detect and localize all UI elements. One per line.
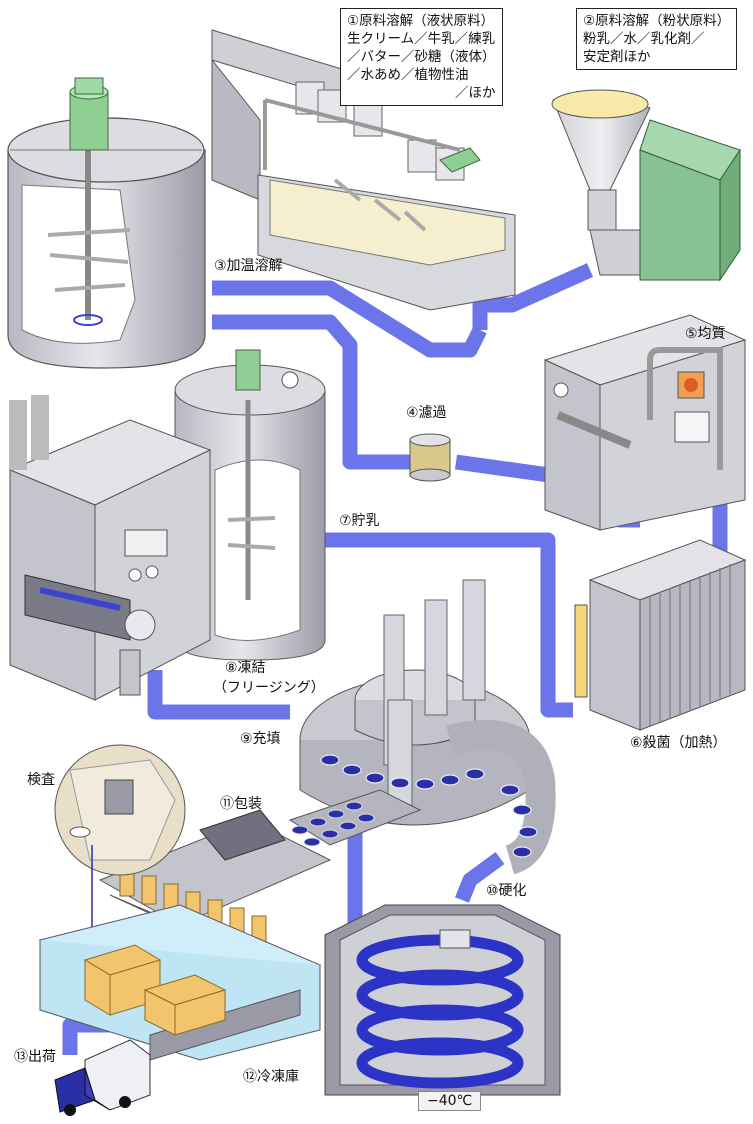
step-freezing-sublabel: （フリージング） [213,680,325,696]
sterilizer [574,539,747,731]
flow-heating-to-filter [212,314,412,470]
step-filter-label: ④濾過 [406,405,447,421]
flow-hardening-in [455,851,505,903]
liquid-callout-title: ①原料溶解（液状原料） [347,13,495,29]
liquid-callout-line-2: ／バター／砂糖（液体） [347,49,496,65]
step-shipping-label: ⑬出荷 [14,1049,56,1065]
flow-sterilize-to-storage [315,532,573,718]
powder-ingredients-callout: ②原料溶解（粉状原料） 粉乳／水／乳化剤／ 安定剤ほか [576,8,738,70]
liquid-callout-line-1: 生クリーム／牛乳／練乳 [347,31,496,47]
powder-callout-line-2: 安定剤ほか [583,49,651,65]
flow-tanks-to-mix [212,280,487,358]
liquid-callout-line-3: ／水あめ／植物性油 [347,67,469,83]
inspection-view [54,744,186,945]
step-storage-label: ⑦貯乳 [339,513,380,529]
step-freezing-label: ⑧凍結 [225,660,266,676]
freezing-machine [8,395,212,701]
homogenizer [543,314,747,531]
flow-freezer-to-filling [147,670,290,720]
filter-unit [409,433,451,482]
mixing-tank-1 [7,77,206,369]
step-heating-label: ③加温溶解 [214,258,283,274]
step-sterilize-label: ⑥殺菌（加熱） [630,735,727,751]
cold-storage [38,904,322,1061]
flow-powder-to-heating [472,263,594,330]
step-homogenize-label: ⑤均質 [685,326,726,342]
liquid-ingredients-callout: ①原料溶解（液状原料） 生クリーム／牛乳／練乳 ／バター／砂糖（液体） ／水あめ… [340,8,503,106]
powder-callout-title: ②原料溶解（粉状原料） [583,13,731,29]
liquid-callout-line-4: ／ほか [455,85,496,101]
inspection-label: 検査 [27,772,55,788]
powder-callout-line-1: 粉乳／水／乳化剤／ [583,31,705,47]
step-cold-storage-label: ⑫冷凍庫 [243,1069,299,1085]
temperature-label: −40℃ [418,1091,482,1111]
powder-hopper [551,89,741,282]
step-packaging-label: ⑪包装 [220,796,262,812]
step-filling-label: ⑨充填 [240,731,281,747]
step-hardening-label: ⑩硬化 [486,883,527,899]
storage-tank [174,349,326,661]
hardening-tunnel [324,904,561,1096]
delivery-truck [54,1039,151,1116]
